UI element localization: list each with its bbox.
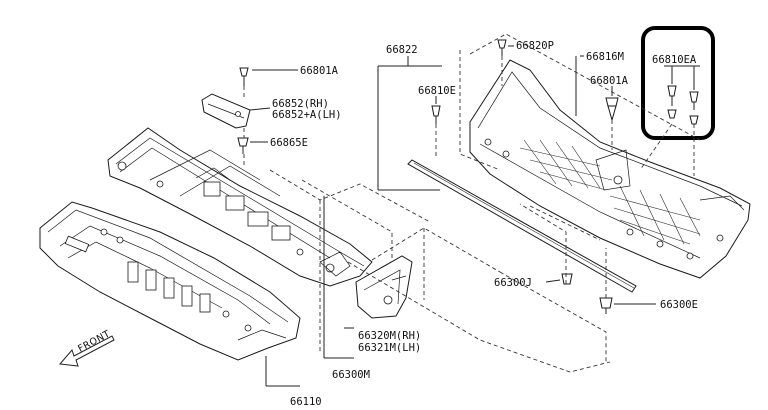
dash-panel-66110 [39, 201, 301, 361]
label-66320M-rh: 66320M(RH) [358, 330, 421, 342]
clip-66300J [561, 273, 573, 285]
label-66801A-top: 66801A [300, 65, 339, 77]
label-66816M: 66816M [586, 51, 624, 63]
label-66300J: 66300J [494, 277, 532, 289]
label-66801A-right: 66801A [590, 75, 629, 87]
label-66852-rh: 66852(RH) [272, 98, 329, 110]
label-66300E: 66300E [660, 299, 698, 311]
cowl-side-panel-66320M [355, 255, 413, 319]
clip-group-66810EA [667, 85, 699, 125]
cowl-cover-66816M [469, 59, 751, 279]
seal-strip-66300J [407, 159, 637, 293]
front-indicator: FRONT [59, 329, 115, 367]
leader-lines [249, 45, 700, 387]
clip-66801A-right [605, 97, 619, 122]
dashed-assembly-lines [243, 33, 701, 373]
label-66820P: 66820P [516, 40, 554, 52]
label-66321M-lh: 66321M(LH) [358, 342, 421, 354]
label-66810E: 66810E [418, 85, 456, 97]
label-66810EA: 66810EA [652, 54, 697, 66]
clip-66801A-top [239, 67, 249, 86]
clip-66300E [599, 297, 613, 314]
screw-66820P [497, 39, 507, 56]
clip-66810E [431, 105, 441, 124]
label-66822: 66822 [386, 44, 418, 56]
label-66852a-lh: 66852+A(LH) [272, 109, 342, 121]
bracket-66852 [201, 93, 251, 129]
label-66300M: 66300M [332, 369, 370, 381]
clip-66865E [237, 137, 249, 154]
highlight-box-66810EA [641, 26, 715, 140]
label-66110: 66110 [290, 396, 322, 408]
label-66865E: 66865E [270, 137, 308, 149]
cowl-structure-66300M [107, 127, 373, 287]
